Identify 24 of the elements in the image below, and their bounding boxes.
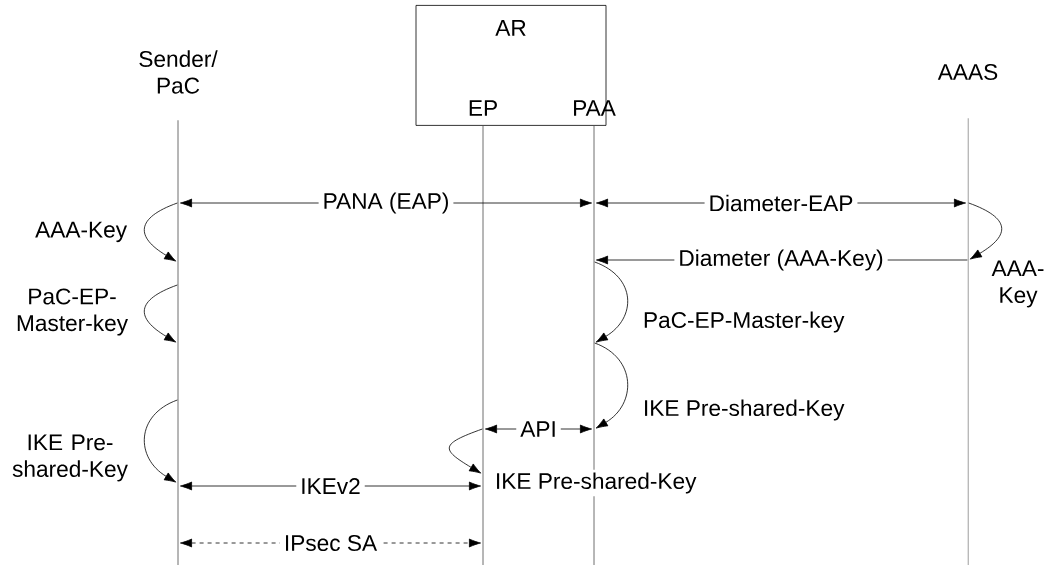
loop-arrow	[449, 428, 483, 474]
edge-label: IKEv2	[296, 476, 365, 496]
edge-label: IKE Pre-shared-Key	[640, 396, 848, 424]
edge-label: AAA-Key	[988, 257, 1048, 311]
edge-label: PaC-EP-Master-key	[640, 308, 848, 336]
edge-label: IKE Pre-shared-Key	[492, 469, 700, 497]
loop-arrow	[144, 202, 178, 262]
loop-arrow	[144, 399, 178, 483]
edge-label: AAA-Key	[32, 219, 130, 245]
edge-label: IPsec SA	[279, 533, 382, 553]
loop-arrow	[144, 284, 178, 343]
edge-label: PaC-EP-Master-key	[4, 285, 140, 339]
loop-arrow	[594, 342, 628, 429]
edge-label: API	[516, 419, 561, 439]
participant-label: PAA	[574, 100, 616, 116]
edge-label: PANA (EAP)	[318, 191, 454, 215]
participant-label: Sender/ PaC	[139, 50, 218, 94]
edge-label: IKE Pre-shared-Key	[0, 431, 140, 485]
participant-label: EP	[469, 100, 497, 116]
edge-label: Diameter (AAA-Key)	[674, 248, 888, 272]
loop-arrow	[594, 261, 628, 343]
participant-label: AAAS	[937, 64, 998, 81]
loop-arrow	[968, 202, 1002, 260]
edge-label: Diameter-EAP	[704, 193, 858, 213]
